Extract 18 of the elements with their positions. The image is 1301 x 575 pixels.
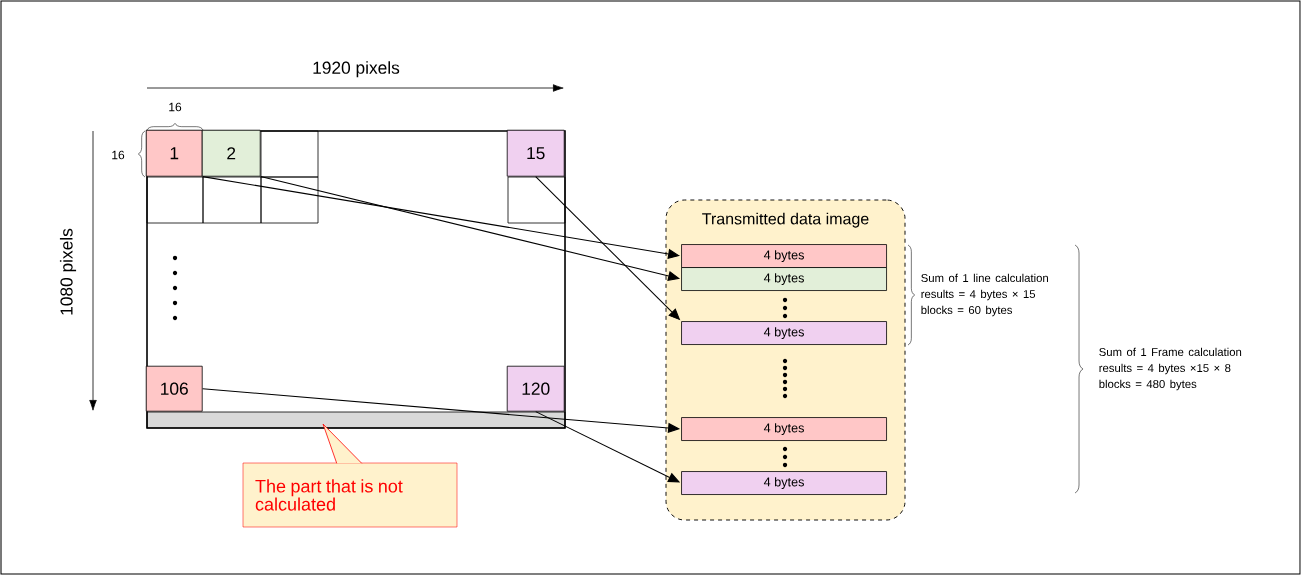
dimension-label: 1920 pixels xyxy=(313,61,400,78)
dimension-label: 16 xyxy=(169,102,182,112)
sum-note: Sum of 1 Frame calculation results = 4 bytes ×15 × 8 blocks = 480 bytes xyxy=(1099,347,1242,391)
data-row: 4 bytes xyxy=(681,267,887,291)
data-row: 4 bytes xyxy=(681,471,887,495)
data-row: 4 bytes xyxy=(681,417,887,441)
pixel-block: 120 xyxy=(506,365,565,412)
dimension-label: 1080 pixels xyxy=(59,228,77,315)
pixel-block: 15 xyxy=(506,129,565,177)
panel-title: Transmitted data image xyxy=(702,212,869,228)
dimension-label: 16 xyxy=(112,150,125,160)
data-row: 4 bytes xyxy=(681,244,887,268)
sum-note: Sum of 1 line calculation results = 4 bytes × 15 blocks = 60 bytes xyxy=(921,273,1048,317)
data-row: 4 bytes xyxy=(681,321,887,345)
callout-box: The part that is not calculated xyxy=(242,423,458,528)
pixel-block: 2 xyxy=(201,129,261,177)
pixel-block: 106 xyxy=(145,365,203,412)
pixel-block: 1 xyxy=(145,129,203,177)
